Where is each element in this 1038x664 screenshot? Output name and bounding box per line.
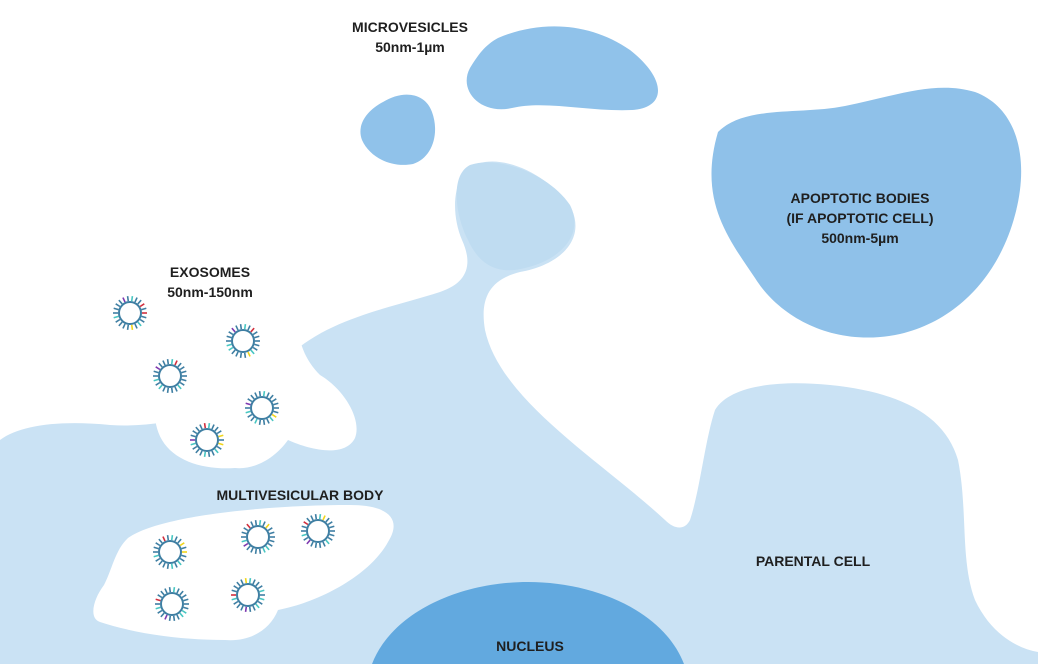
microvesicle-large	[466, 26, 658, 111]
apoptotic-bodies-size: 500nm-5µm	[821, 230, 899, 246]
apoptotic-bodies-note: (IF APOPTOTIC CELL)	[786, 210, 934, 226]
apoptotic-body-shape	[711, 87, 1022, 338]
exosome-vesicle	[241, 520, 275, 554]
exosome-vesicle	[113, 296, 147, 330]
exosomes-label: EXOSOMES 50nm-150nm	[140, 262, 280, 302]
exosomes-title: EXOSOMES	[169, 264, 251, 280]
parental-cell-label: PARENTAL CELL	[748, 551, 878, 571]
exosome-group	[113, 296, 335, 621]
microvesicles-title: MICROVESICLES	[352, 19, 468, 35]
multivesicular-body-label: MULTIVESICULAR BODY	[195, 485, 405, 505]
nucleus-title: NUCLEUS	[496, 638, 564, 654]
nucleus-label: NUCLEUS	[480, 636, 580, 656]
exosome-vesicle	[190, 423, 224, 457]
exosome-vesicle	[155, 587, 189, 621]
microvesicle-small	[360, 94, 436, 165]
microvesicles-size: 50nm-1µm	[375, 39, 445, 55]
exosome-release-pocket	[116, 291, 357, 469]
apoptotic-bodies-title: APOPTOTIC BODIES	[790, 190, 930, 206]
multivesicular-body-title: MULTIVESICULAR BODY	[216, 487, 384, 503]
parental-cell-title: PARENTAL CELL	[755, 553, 871, 569]
exosome-vesicle	[231, 578, 265, 612]
exosome-vesicle	[245, 391, 279, 425]
microvesicles-label: MICROVESICLES 50nm-1µm	[335, 17, 485, 57]
nucleus-shape	[372, 582, 684, 664]
exosome-vesicle	[301, 514, 335, 548]
exosome-vesicle	[153, 535, 187, 569]
budding-vesicle-shape	[456, 162, 575, 271]
exosome-vesicle	[153, 359, 187, 393]
exosomes-size: 50nm-150nm	[167, 284, 253, 300]
apoptotic-bodies-label: APOPTOTIC BODIES (IF APOPTOTIC CELL) 500…	[760, 188, 960, 248]
exosome-vesicle	[226, 324, 260, 358]
